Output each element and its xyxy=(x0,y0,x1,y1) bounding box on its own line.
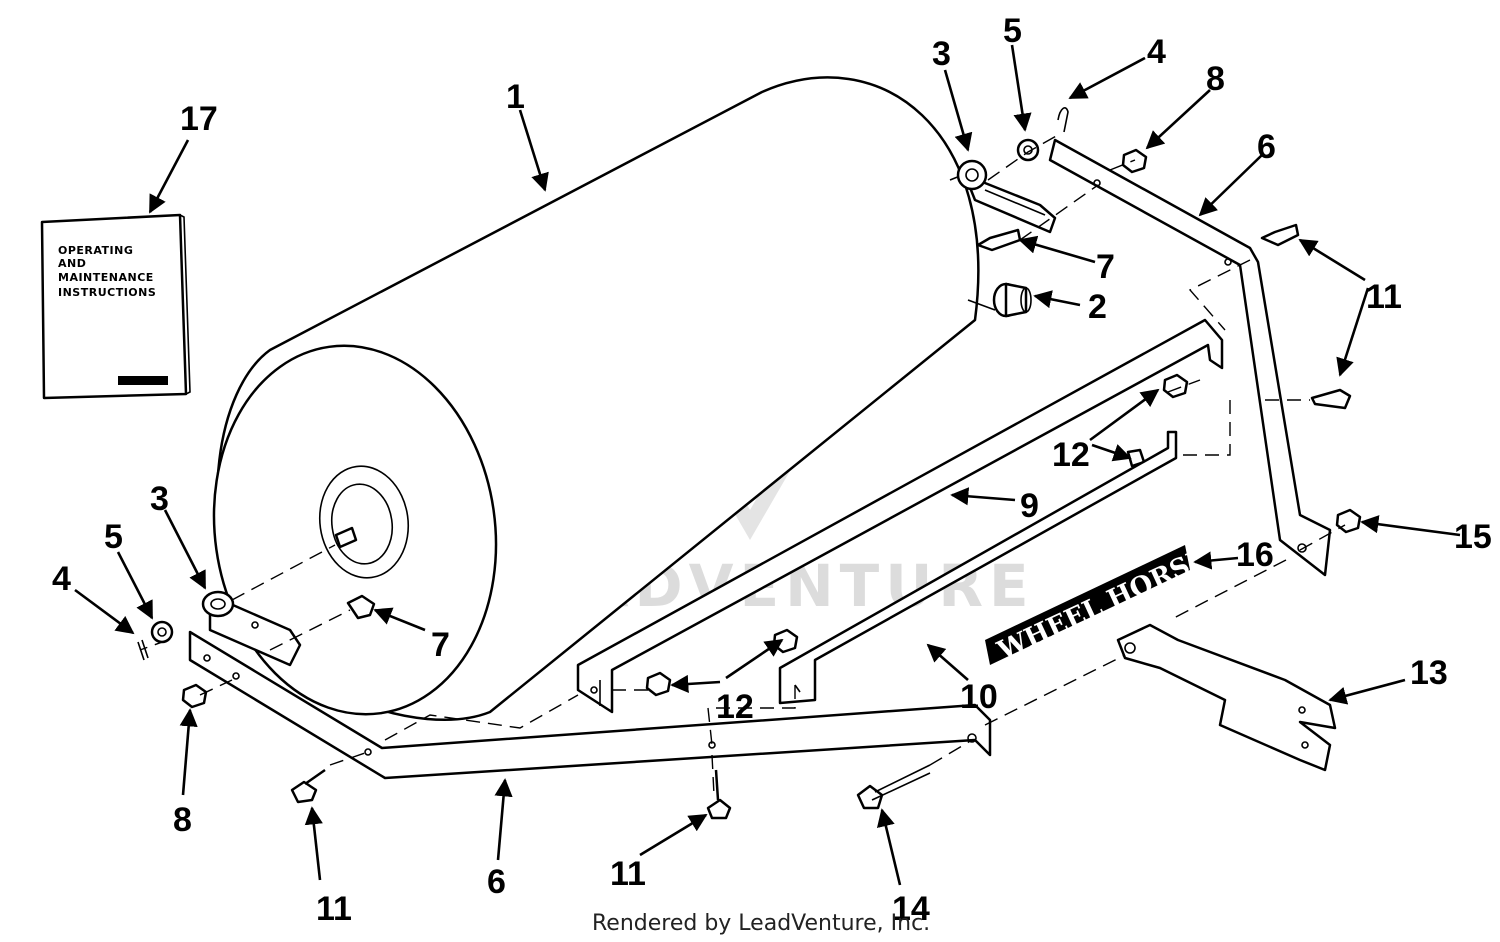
operating-manual: OPERATING AND MAINTENANCE INSTRUCTIONS xyxy=(40,213,191,400)
washer-right xyxy=(1016,138,1040,162)
callout-16: 16 xyxy=(1236,536,1274,574)
hitch-bracket xyxy=(1116,623,1337,772)
callout-14: 14 xyxy=(892,890,930,928)
callout-8-left: 8 xyxy=(173,801,192,839)
callout-2: 2 xyxy=(1088,288,1107,326)
callout-13: 13 xyxy=(1410,654,1448,692)
cotter-pin-right xyxy=(1057,107,1069,133)
callout-11-left: 11 xyxy=(316,890,352,928)
callout-4-right: 4 xyxy=(1147,33,1166,71)
callout-labels: 1 2 3 3 4 4 5 5 6 6 7 7 8 8 9 10 11 11 1… xyxy=(52,12,1492,928)
callout-8-right: 8 xyxy=(1206,60,1225,98)
callout-17: 17 xyxy=(180,100,218,138)
bolt-14-shaft xyxy=(871,764,931,801)
side-bar-left xyxy=(188,630,992,780)
cotter-pin-left xyxy=(137,639,149,661)
callout-12-lower: 12 xyxy=(716,688,754,726)
roller-drum xyxy=(212,76,996,721)
bolt-7-right xyxy=(976,228,1022,252)
front-channel xyxy=(576,318,1224,714)
bolt-11-bottom xyxy=(706,769,732,820)
callout-6-right: 6 xyxy=(1257,128,1276,166)
callout-9: 9 xyxy=(1020,487,1039,525)
bolt-7-left xyxy=(346,594,376,620)
callout-5-right: 5 xyxy=(1003,12,1022,50)
bearing-bracket-left xyxy=(201,590,302,667)
manual-line-2: AND xyxy=(58,257,86,270)
callout-3-left: 3 xyxy=(150,480,169,518)
brace-bar xyxy=(778,430,1178,705)
callout-5-left: 5 xyxy=(104,518,123,556)
nut-12-lower xyxy=(645,671,672,697)
manual-logo-box xyxy=(118,376,168,385)
assembly-lines xyxy=(139,134,1346,796)
leader-arrows xyxy=(74,44,1461,886)
manual-line-3: MAINTENANCE xyxy=(58,271,154,284)
callout-6-left: 6 xyxy=(487,863,506,901)
side-bar-right xyxy=(1048,138,1332,577)
nut-12-middle xyxy=(772,628,799,654)
callout-7-left: 7 xyxy=(431,626,450,664)
nut-left-8 xyxy=(181,683,208,709)
nut-15 xyxy=(1335,508,1362,534)
callout-3-right: 3 xyxy=(932,35,951,73)
manual-line-1: OPERATING xyxy=(58,244,133,257)
nut-12-upper xyxy=(1162,373,1189,399)
callout-4-left: 4 xyxy=(52,560,71,598)
callout-11-right: 11 xyxy=(1366,278,1402,316)
drain-plug xyxy=(992,282,1032,318)
bearing-bracket-right xyxy=(956,159,1057,234)
bolt-11-left xyxy=(290,768,326,804)
callout-11-bottom: 11 xyxy=(610,855,646,893)
render-credit: Rendered by LeadVenture, Inc. xyxy=(592,911,930,936)
callout-12-upper: 12 xyxy=(1052,436,1090,474)
callout-7-right: 7 xyxy=(1096,248,1115,286)
washer-left xyxy=(150,620,174,644)
callout-1: 1 xyxy=(506,78,525,116)
nut-right-8 xyxy=(1121,148,1148,174)
callout-15: 15 xyxy=(1454,518,1492,556)
bolts xyxy=(290,223,1352,820)
bolt-11-upper xyxy=(1260,223,1300,247)
callout-10: 10 xyxy=(960,678,998,716)
bolt-11-middle xyxy=(1310,388,1352,410)
manual-line-4: INSTRUCTIONS xyxy=(58,286,156,299)
